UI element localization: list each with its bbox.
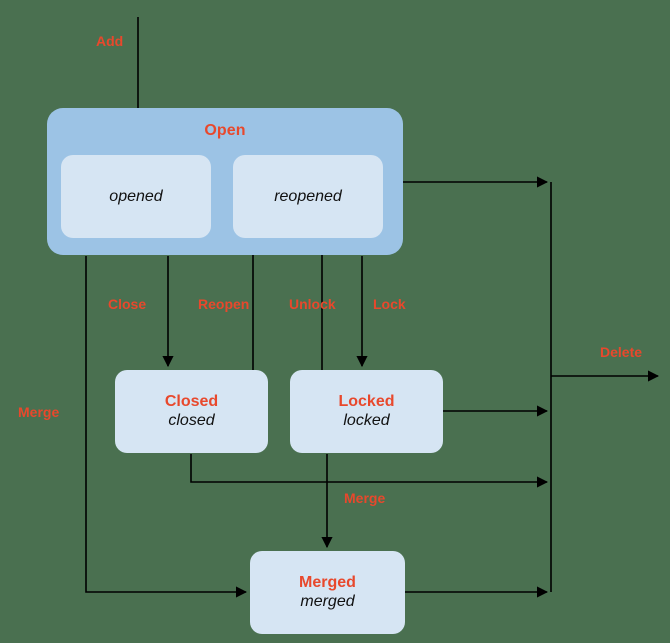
state-locked-title: Locked bbox=[338, 393, 395, 410]
group-open-title: Open bbox=[204, 122, 246, 139]
state-reopened-label: reopened bbox=[274, 187, 342, 205]
state-locked[interactable]: Locked locked bbox=[290, 370, 443, 453]
edge-label-unlock: Unlock bbox=[289, 296, 336, 312]
state-closed-subtitle: closed bbox=[168, 412, 215, 429]
state-opened-label: opened bbox=[109, 187, 163, 205]
state-closed[interactable]: Closed closed bbox=[115, 370, 268, 453]
state-locked-subtitle: locked bbox=[343, 412, 390, 429]
edge-label-merge-center: Merge bbox=[344, 490, 386, 506]
state-opened[interactable]: opened bbox=[61, 155, 211, 238]
edge-label-merge-left: Merge bbox=[18, 404, 60, 420]
edge-label-delete: Delete bbox=[600, 344, 643, 360]
state-merged-subtitle: merged bbox=[300, 593, 355, 610]
edge-merge-left bbox=[85, 256, 248, 598]
state-merged[interactable]: Merged merged bbox=[250, 551, 405, 634]
edge-label-lock: Lock bbox=[373, 296, 406, 312]
edge-merge-closed bbox=[190, 454, 549, 488]
edge-label-add: Add bbox=[96, 33, 124, 49]
edge-label-close: Close bbox=[108, 296, 147, 312]
edge-label-reopen: Reopen bbox=[198, 296, 250, 312]
state-closed-title: Closed bbox=[164, 393, 219, 410]
state-merged-title: Merged bbox=[299, 574, 356, 591]
state-reopened[interactable]: reopened bbox=[233, 155, 383, 238]
